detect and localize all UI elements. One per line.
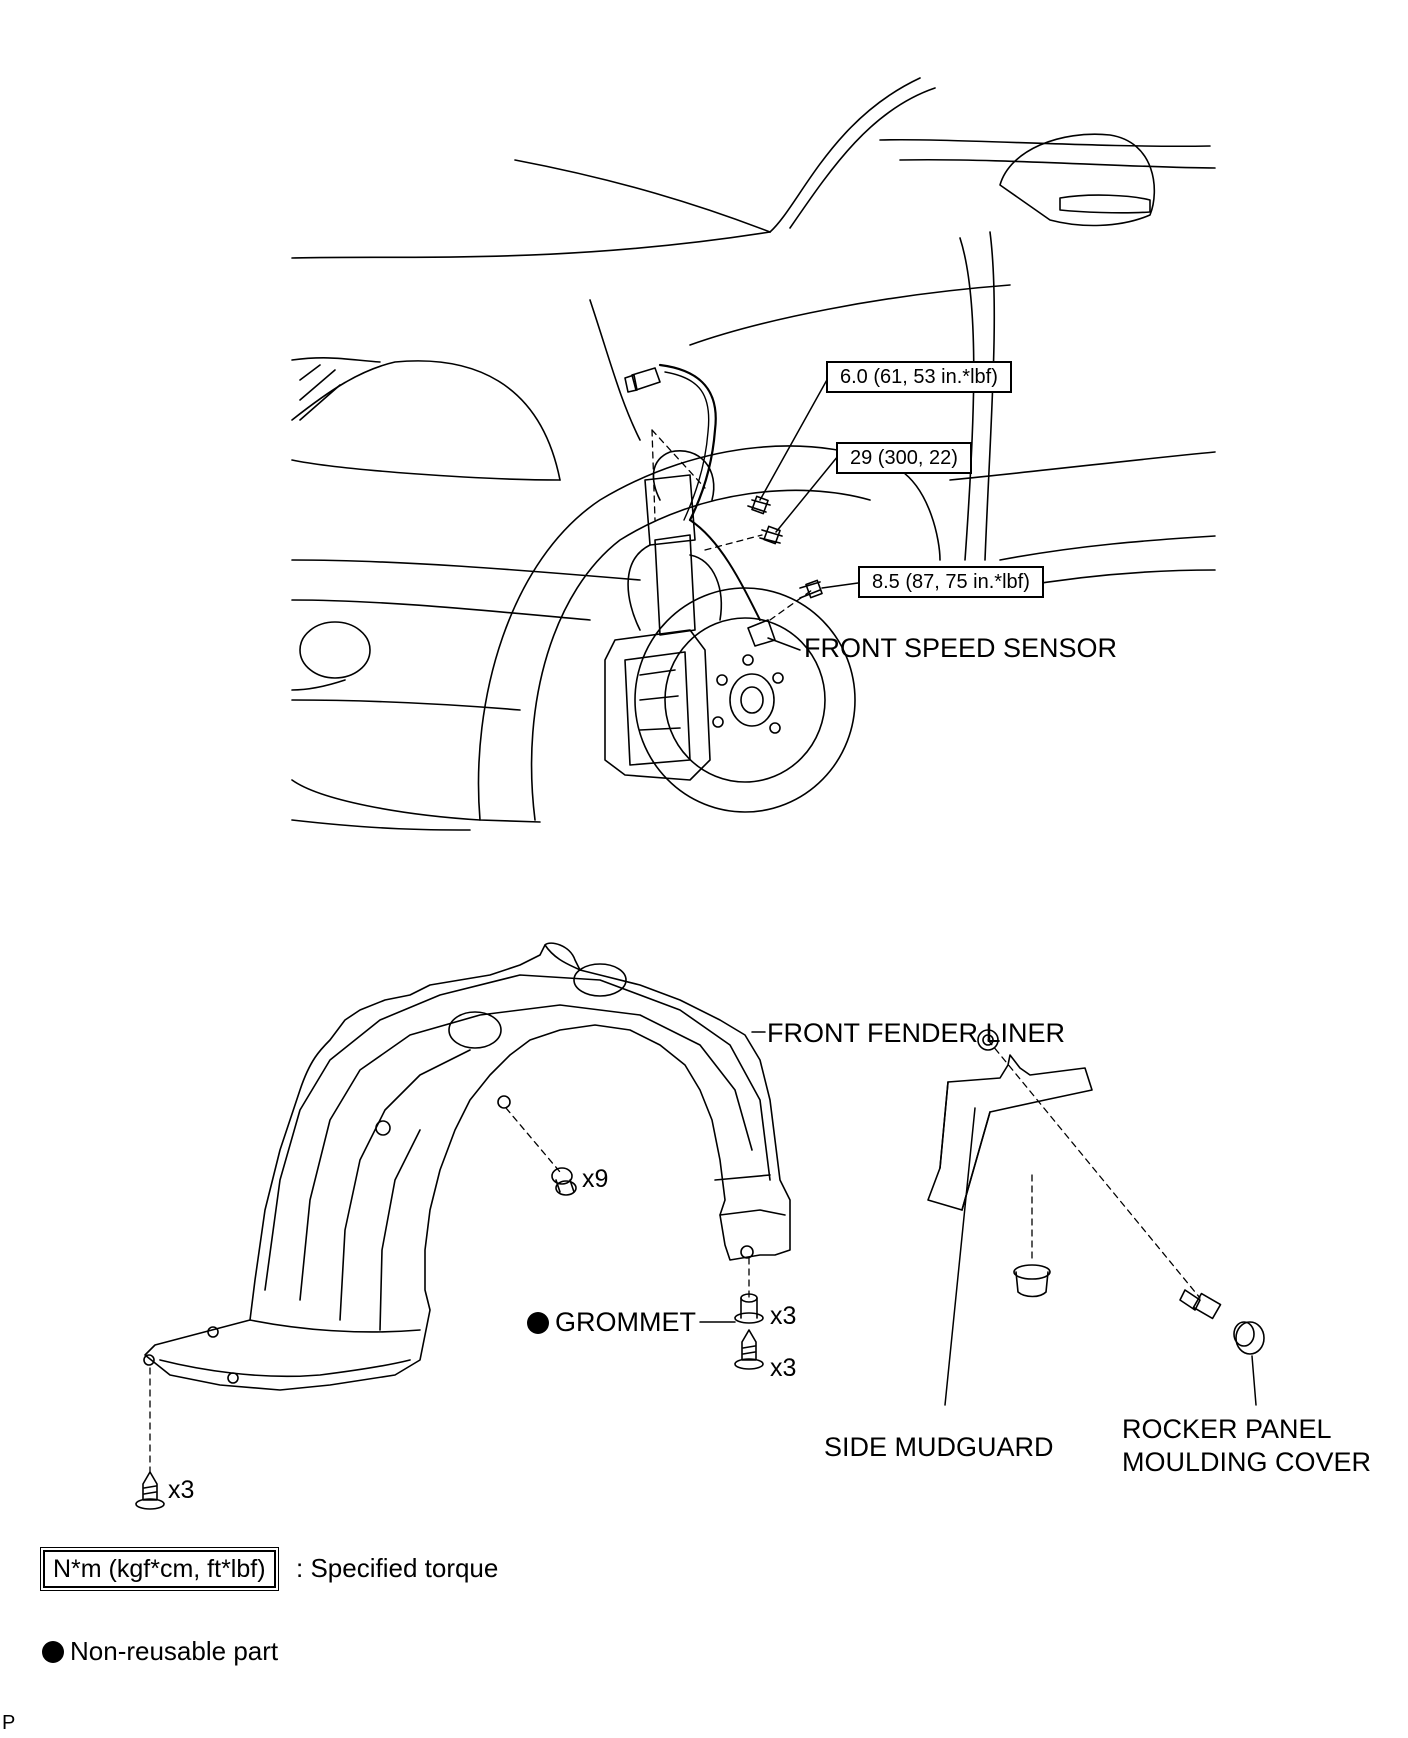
screw-quantity: x3: [770, 1354, 797, 1382]
bolt-8-5-icon: [799, 579, 823, 599]
leader-lines-lower: [699, 1031, 1257, 1406]
clip-quantity: x9: [582, 1165, 609, 1193]
bolt-icon: [135, 1471, 165, 1510]
front-speed-sensor-label: FRONT SPEED SENSOR: [804, 633, 1118, 663]
grommet-icon: [734, 1293, 764, 1324]
legend-torque-description: : Specified torque: [296, 1553, 499, 1583]
torque-label-29: 29 (300, 22): [836, 442, 972, 474]
grommet-quantity: x3: [770, 1302, 797, 1330]
non-reusable-legend-icon: [42, 1641, 64, 1663]
torque-label-8-5: 8.5 (87, 75 in.*lbf): [858, 566, 1044, 598]
brake-hub-assembly: [604, 363, 856, 813]
guide-lines-upper: [651, 429, 813, 621]
corner-mark: P: [2, 1712, 16, 1734]
rocker-panel-label-line1: ROCKER PANEL: [1122, 1414, 1332, 1444]
bolt-quantity: x3: [168, 1476, 195, 1504]
clip-icon: [551, 1167, 577, 1196]
front-fender-liner: [143, 942, 791, 1391]
torque-label-6-0: 6.0 (61, 53 in.*lbf): [826, 361, 1012, 393]
bolt-29-icon: [759, 525, 783, 545]
grommet-text: GROMMET: [555, 1307, 696, 1337]
legend-non-reusable: Non-reusable part: [42, 1636, 278, 1666]
vehicle-body-outline: [291, 77, 1216, 831]
side-mudguard: [927, 1029, 1093, 1211]
mudguard-clip-icon: [1013, 1264, 1051, 1298]
front-fender-liner-label: FRONT FENDER LINER: [767, 1018, 1066, 1048]
leader-lines-upper: [759, 377, 859, 651]
screw-icon: [734, 1329, 764, 1370]
legend-non-reusable-text: Non-reusable part: [70, 1636, 279, 1666]
bolt-6-0-icon: [747, 495, 771, 515]
side-mudguard-label: SIDE MUDGUARD: [824, 1432, 1054, 1462]
legend-torque-box: N*m (kgf*cm, ft*lbf): [40, 1547, 279, 1591]
rocker-screw-icon: [1179, 1289, 1222, 1320]
non-reusable-marker-icon: [527, 1312, 549, 1334]
moulding-cover-icon: [1233, 1321, 1265, 1355]
grommet-label: GROMMET: [527, 1307, 696, 1337]
rocker-panel-label-line2: MOULDING COVER: [1122, 1447, 1372, 1477]
guide-lines-lower: [149, 1039, 1201, 1473]
